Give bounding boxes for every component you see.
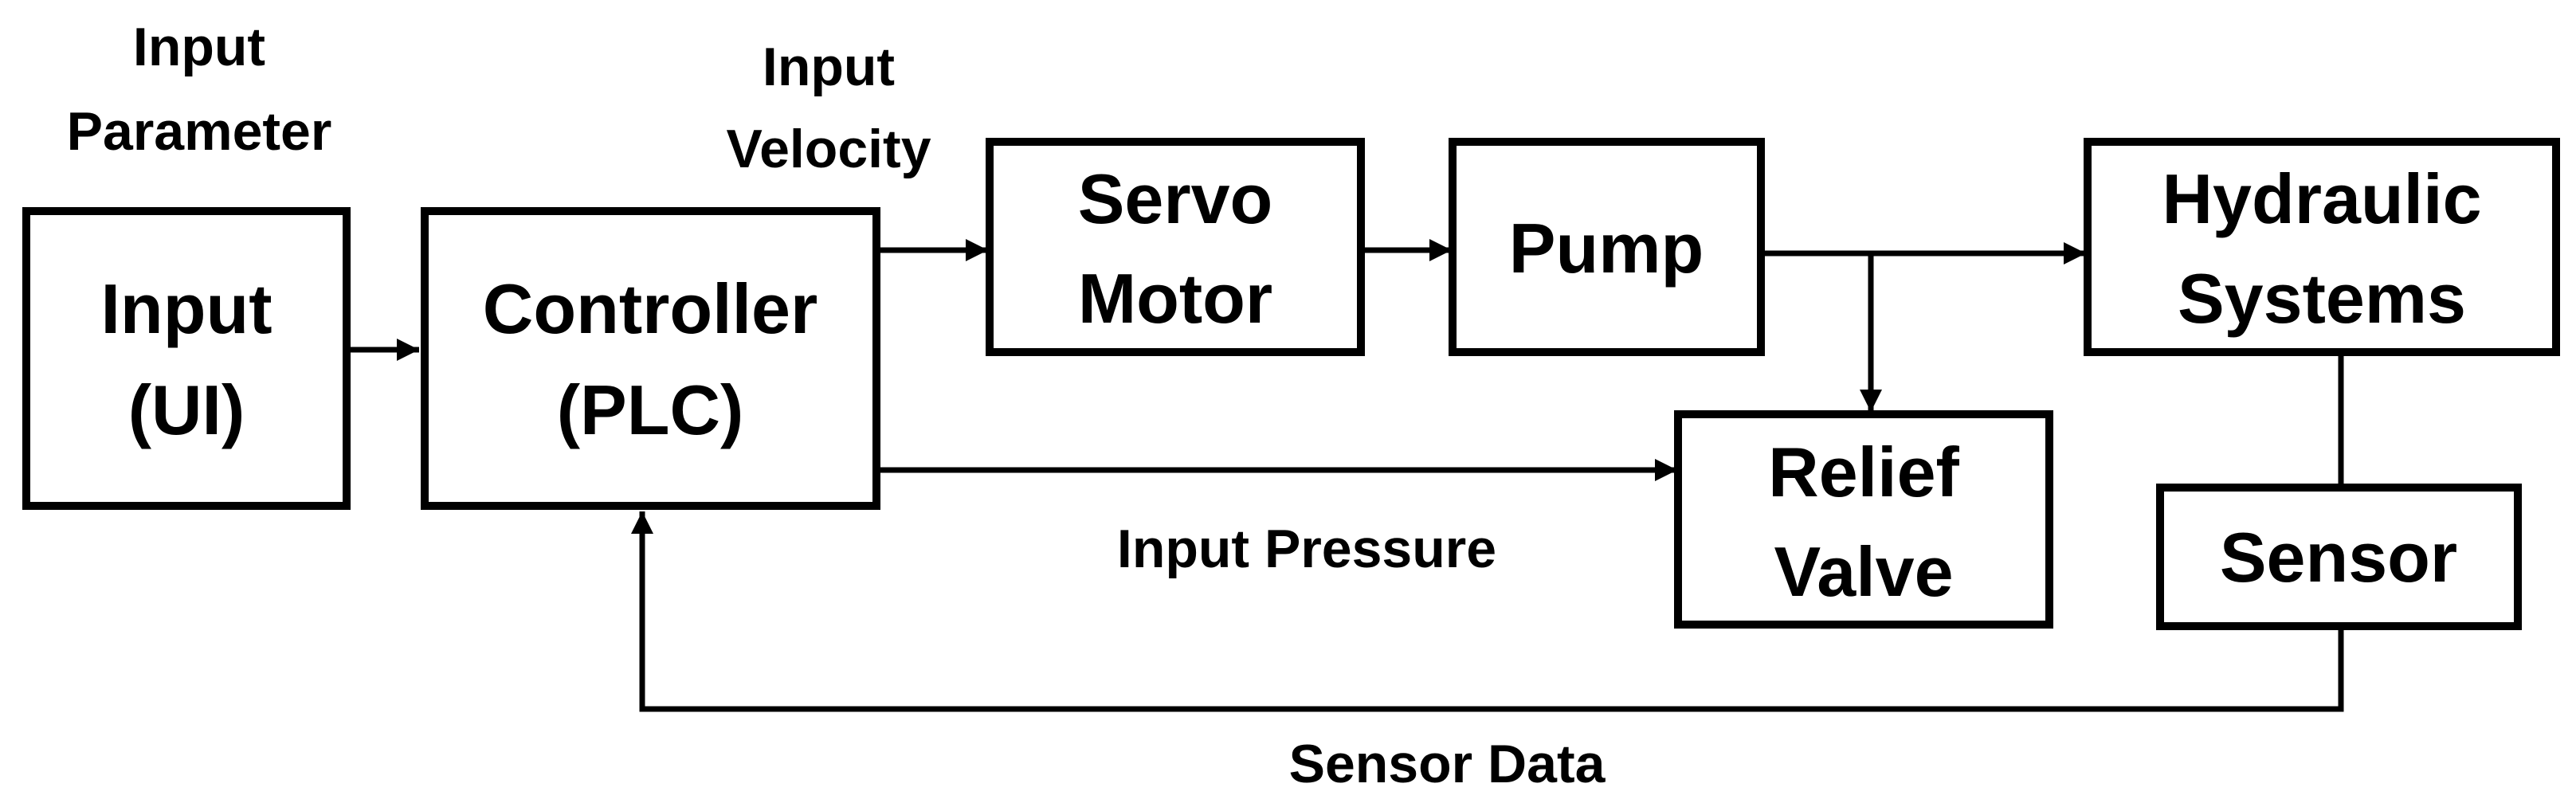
controller-block: Controller (PLC) (421, 207, 880, 510)
input-parameter-label-line1: Input (133, 17, 265, 77)
relief-valve-label-line1: Relief (1768, 433, 1959, 511)
input-ui-block: Input (UI) (22, 207, 351, 510)
hydraulic-systems-label-line2: Systems (2178, 259, 2466, 338)
arrow-sensor-feedback-to-controller (631, 511, 2344, 712)
input-ui-label-line1: Input (100, 269, 272, 348)
servo-motor-label-line2: Motor (1078, 259, 1272, 338)
input-velocity-label-line2: Velocity (726, 119, 931, 179)
pump-label: Pump (1509, 209, 1704, 288)
pump-block: Pump (1449, 138, 1765, 356)
hydraulic-systems-label-line1: Hydraulic (2162, 159, 2481, 238)
controller-label-line2: (PLC) (557, 370, 744, 449)
input-pressure-label: Input Pressure (1117, 519, 1496, 579)
servo-motor-block: Servo Motor (986, 138, 1365, 356)
relief-valve-label-line2: Valve (1774, 532, 1953, 611)
connectors (347, 239, 2344, 712)
hydraulic-systems-block: Hydraulic Systems (2084, 138, 2560, 356)
sensor-block: Sensor (2156, 484, 2522, 630)
sensor-data-label: Sensor Data (1289, 734, 1606, 794)
input-parameter-label-line2: Parameter (67, 101, 332, 162)
input-velocity-label-line1: Input (763, 37, 895, 97)
relief-valve-block: Relief Valve (1674, 410, 2053, 629)
sensor-label: Sensor (2220, 518, 2457, 597)
controller-label-line1: Controller (483, 269, 817, 348)
servo-motor-label-line1: Servo (1078, 159, 1273, 238)
input-ui-label-line2: (UI) (128, 370, 245, 449)
